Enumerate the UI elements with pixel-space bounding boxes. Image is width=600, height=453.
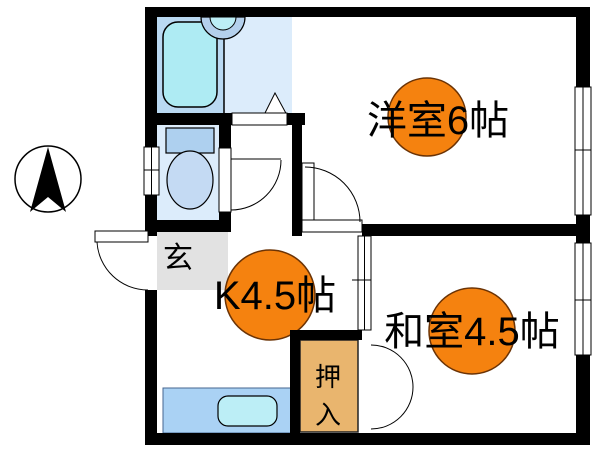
fixtures bbox=[162, 16, 289, 427]
japanese-window-icon bbox=[574, 242, 592, 356]
kitchen-sink bbox=[217, 395, 278, 427]
western-room-door bbox=[301, 162, 363, 233]
compass bbox=[14, 145, 82, 213]
bathtub bbox=[162, 21, 218, 108]
closet-doors bbox=[370, 344, 414, 430]
wall-western-japanese bbox=[362, 224, 590, 236]
wall-toilet-south bbox=[145, 220, 231, 232]
toilet-door-arc bbox=[230, 159, 282, 211]
kitchen-marker bbox=[224, 249, 316, 341]
room-markers bbox=[224, 77, 516, 375]
closet-label-char2: 入 bbox=[315, 400, 341, 430]
closet-label-char1: 押 bbox=[315, 362, 341, 392]
japanese-room-label: 和室4.5帖 bbox=[384, 310, 560, 354]
kitchen-label: K4.5帖 bbox=[214, 274, 336, 318]
wall-closet-west bbox=[290, 330, 300, 433]
wall-top bbox=[145, 7, 590, 17]
entrance-label: 玄 bbox=[163, 242, 193, 275]
entrance-floor bbox=[157, 232, 228, 290]
wall-bottom bbox=[145, 433, 590, 445]
washroom-opening bbox=[231, 112, 288, 126]
labels: 洋室6帖 和室4.5帖 K4.5帖 玄 押 入 bbox=[163, 99, 560, 430]
entrance-door bbox=[94, 230, 157, 291]
north-arrow-icon bbox=[30, 147, 66, 212]
japanese-room-marker bbox=[428, 287, 516, 375]
wall-hall-western bbox=[292, 113, 302, 236]
toilet-window-icon bbox=[143, 146, 160, 196]
toilet-tank bbox=[165, 127, 215, 154]
western-door-leaf bbox=[301, 219, 363, 233]
toilet-door bbox=[218, 147, 282, 213]
toilet-bowl bbox=[166, 150, 214, 210]
closet-door-arc-top bbox=[370, 344, 414, 388]
western-door-arc bbox=[304, 166, 361, 223]
western-window-icon bbox=[574, 86, 592, 216]
closet-floor bbox=[299, 339, 359, 433]
washbasin-bowl bbox=[209, 16, 237, 31]
western-room-marker bbox=[387, 77, 467, 157]
entrance-doorway bbox=[145, 236, 157, 290]
entrance-door-leaf bbox=[94, 230, 149, 243]
wall-closet-north bbox=[290, 330, 362, 340]
toilet-doorway bbox=[218, 147, 232, 213]
sliding-door-icon bbox=[352, 235, 372, 331]
openings bbox=[94, 86, 592, 430]
entrance-door-arc bbox=[96, 241, 149, 291]
western-room-label: 洋室6帖 bbox=[367, 99, 509, 143]
room-fills bbox=[157, 17, 359, 434]
closet-door-arc-bottom bbox=[370, 386, 414, 430]
